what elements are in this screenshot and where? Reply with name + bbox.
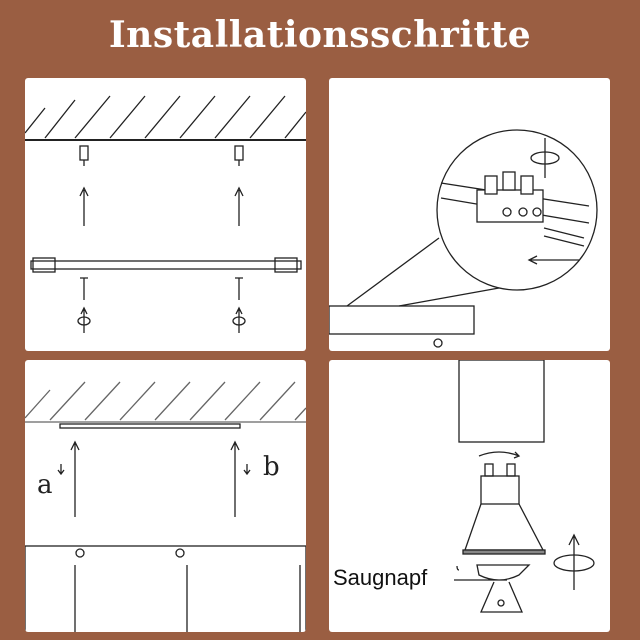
arrow-up-icon: [79, 186, 244, 226]
step-2-wiring-panel: [329, 78, 610, 351]
suction-cup-icon: [454, 564, 531, 613]
ceiling-mount-illustration: [25, 95, 306, 333]
terminal-block: [476, 171, 544, 223]
label-a: a: [37, 470, 53, 500]
lamp-attach-illustration: [25, 381, 306, 632]
lamp-housing: [458, 360, 545, 443]
step-4-insert-bulb-panel: Saugnapf: [329, 360, 610, 632]
rotate-arrow-icon: [530, 138, 560, 178]
step-1-mount-bracket-panel: [25, 78, 306, 351]
screw-icon: [77, 277, 246, 333]
bulb-insert-illustration: [454, 360, 595, 613]
wire-arrow-icon: [527, 227, 585, 265]
step-3-attach-lamp-panel: a b: [25, 360, 306, 632]
ceiling-hatch: [25, 95, 306, 141]
terminal-block-illustration: [329, 129, 598, 348]
suction-cup-label: Saugnapf: [333, 565, 428, 590]
wall-anchor-icon: [79, 145, 244, 166]
push-rotate-arrow-icon: [553, 533, 595, 590]
label-b: b: [263, 452, 280, 482]
page-title: Installationsschritte: [108, 14, 532, 56]
rotate-arrow-icon: [478, 451, 521, 459]
mounting-bar: [30, 257, 302, 273]
gu10-bulb-icon: [462, 463, 546, 555]
